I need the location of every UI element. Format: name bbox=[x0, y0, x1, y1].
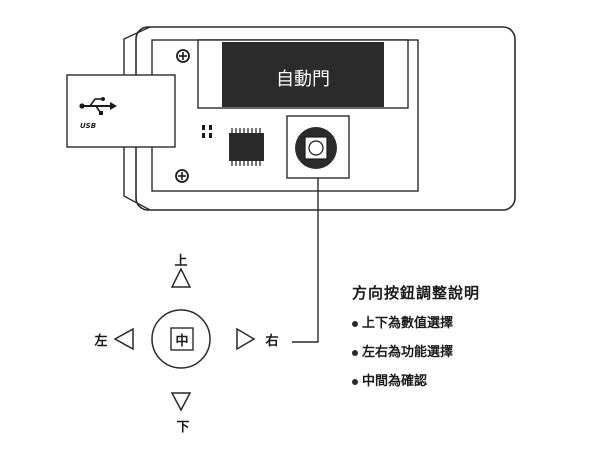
dpad-down-label: 下 bbox=[176, 420, 189, 435]
instruction-item: 左右為功能選擇 bbox=[352, 344, 597, 373]
dpad-right-label: 右 bbox=[264, 333, 278, 349]
bullet-icon bbox=[352, 379, 358, 385]
instructions-panel: 方向按鈕調整說明 上下為數值選擇 左右為功能選擇 中間為確認 bbox=[352, 282, 597, 402]
screw-bottom-icon bbox=[175, 169, 189, 183]
led-indicators bbox=[202, 125, 212, 138]
usb-icon bbox=[79, 97, 117, 115]
dpad-down-arrow-icon[interactable] bbox=[170, 392, 192, 412]
instructions-title: 方向按鈕調整說明 bbox=[352, 284, 481, 302]
display-text: 自動門 bbox=[276, 69, 330, 90]
dpad-left-label: 左 bbox=[94, 333, 107, 349]
usb-label: USB bbox=[80, 122, 96, 130]
dpad-center-button[interactable] bbox=[170, 327, 194, 351]
instruction-text: 左右為功能選擇 bbox=[362, 345, 454, 360]
bullet-icon bbox=[352, 321, 358, 327]
usb-connector bbox=[66, 74, 176, 148]
instruction-text: 中間為確認 bbox=[362, 374, 428, 389]
dpad-left-arrow-icon[interactable] bbox=[113, 327, 134, 351]
screw-top-icon bbox=[176, 49, 190, 63]
dpad-up-label: 上 bbox=[174, 254, 187, 269]
instructions-list: 上下為數值選擇 左右為功能選擇 中間為確認 bbox=[352, 315, 597, 402]
dpad-right-arrow-icon[interactable] bbox=[236, 327, 256, 351]
dpad: 中 上 下 左 右 bbox=[94, 254, 278, 435]
instruction-item: 中間為確認 bbox=[352, 373, 597, 402]
dpad-center-label: 中 bbox=[175, 333, 188, 349]
display-screen bbox=[222, 42, 384, 107]
ic-chip bbox=[229, 128, 264, 166]
board-direction-button[interactable] bbox=[286, 115, 350, 179]
instruction-text: 上下為數值選擇 bbox=[362, 316, 454, 331]
dpad-up-arrow-icon[interactable] bbox=[170, 267, 192, 288]
bullet-icon bbox=[352, 350, 358, 356]
instruction-item: 上下為數值選擇 bbox=[352, 315, 597, 344]
leader-line bbox=[292, 178, 319, 343]
